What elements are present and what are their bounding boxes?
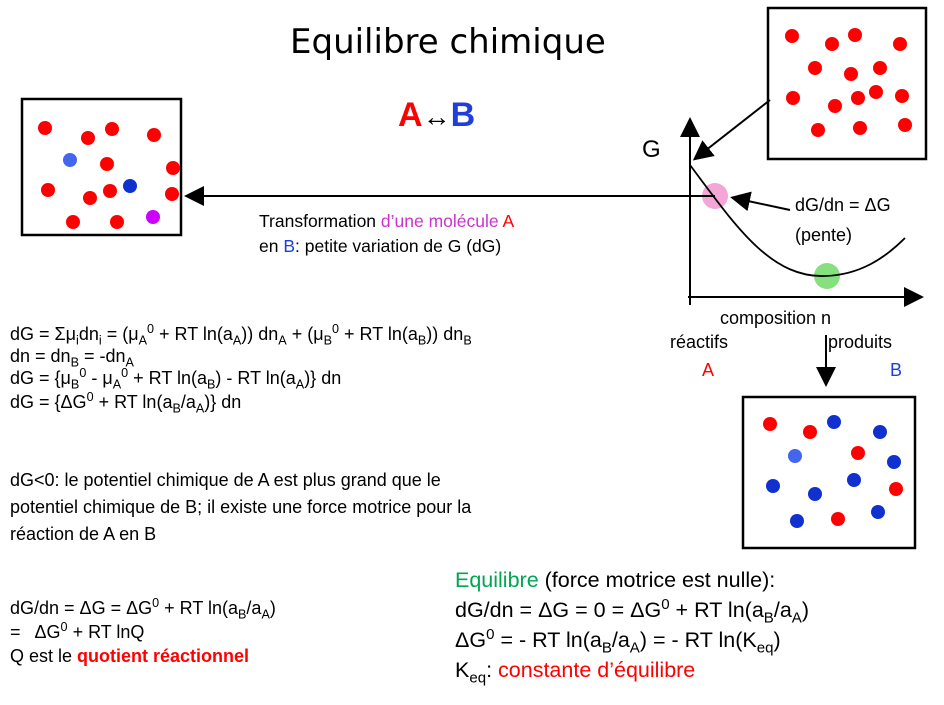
molecule-a — [110, 215, 124, 229]
box-frame — [741, 395, 917, 550]
molecule-a — [103, 184, 117, 198]
equilibrium-arrow-icon: ↔ — [422, 101, 451, 132]
molecule-a — [147, 128, 161, 142]
molecule-a — [66, 215, 80, 229]
slope-label: dG/dn = ΔG — [795, 195, 891, 215]
axis-label-g: G — [642, 136, 661, 163]
equilibrium-line-3: Keq: constante d’équilibre — [455, 658, 696, 687]
molecule-a — [41, 183, 55, 197]
molecule-b — [123, 179, 137, 193]
transformation-caption-line1: Transformation d’une molécule A — [259, 211, 515, 231]
explanation-line-2: potentiel chimique de B; il existe une f… — [10, 497, 472, 517]
molecule-a — [165, 187, 179, 201]
molecule-b-light — [63, 153, 77, 167]
axis-label-composition: composition n — [720, 308, 832, 328]
derivation-line-1: dG = Σμidni = (μA0 + RT ln(aA)) dnA + (μ… — [10, 322, 472, 348]
gibbs-curve — [689, 164, 906, 277]
quotient-line-1: dG/dn = ΔG = ΔG0 + RT ln(aB/aA) — [10, 596, 276, 622]
quotient-line-2: = ΔG0 + RT lnQ — [10, 620, 145, 642]
explanation-line-1: dG<0: le potentiel chimique de A est plu… — [10, 470, 441, 490]
arrow-slope-label — [730, 191, 791, 212]
equilibrium-line-1: dG/dn = ΔG = 0 = ΔG0 + RT ln(aB/aA) — [455, 595, 809, 627]
derivation-line-2: dn = dnB = -dnA — [10, 346, 134, 370]
box-frame — [20, 97, 183, 237]
product-b: B — [450, 96, 476, 134]
box-equilibrium-mixture — [741, 395, 917, 550]
equilibrium-line-2: ΔG0 = - RT ln(aB/aA) = - RT ln(Keq) — [455, 625, 781, 657]
molecule-a — [105, 122, 119, 136]
page-title: Equilibre chimique — [290, 22, 606, 62]
reactant-a: A — [398, 96, 423, 134]
derivation-line-3: dG = {μB0 - μA0 + RT ln(aB) - RT ln(aA)}… — [10, 366, 342, 392]
slope-label-pente: (pente) — [795, 225, 853, 245]
label-species-b: B — [890, 360, 903, 380]
molecule-a — [166, 161, 180, 175]
box-reactants-one-transformed — [20, 97, 183, 237]
explanation-line-3: réaction de A en B — [10, 524, 157, 544]
molecule-a — [83, 191, 97, 205]
label-produits: produits — [828, 332, 893, 352]
transformation-caption-line2: en B: petite variation de G (dG) — [259, 236, 502, 256]
label-species-a: A — [702, 360, 715, 380]
molecule-a — [100, 157, 114, 171]
gibbs-graph — [680, 117, 924, 307]
box-all-reactants — [766, 6, 928, 161]
molecule-transformed — [146, 210, 160, 224]
derivation-line-4: dG = {ΔG0 + RT ln(aB/aA)} dn — [10, 390, 242, 416]
molecule-a — [38, 121, 52, 135]
quotient-line-3: Q est le quotient réactionnel — [10, 646, 250, 666]
reaction-equation: A↔B — [398, 96, 475, 135]
label-reactifs: réactifs — [670, 332, 729, 352]
molecule-a — [81, 131, 95, 145]
box-frame — [766, 6, 928, 161]
equilibrium-heading: Equilibre (force motrice est nulle): — [455, 568, 776, 592]
arrow-box-to-start — [692, 99, 771, 161]
